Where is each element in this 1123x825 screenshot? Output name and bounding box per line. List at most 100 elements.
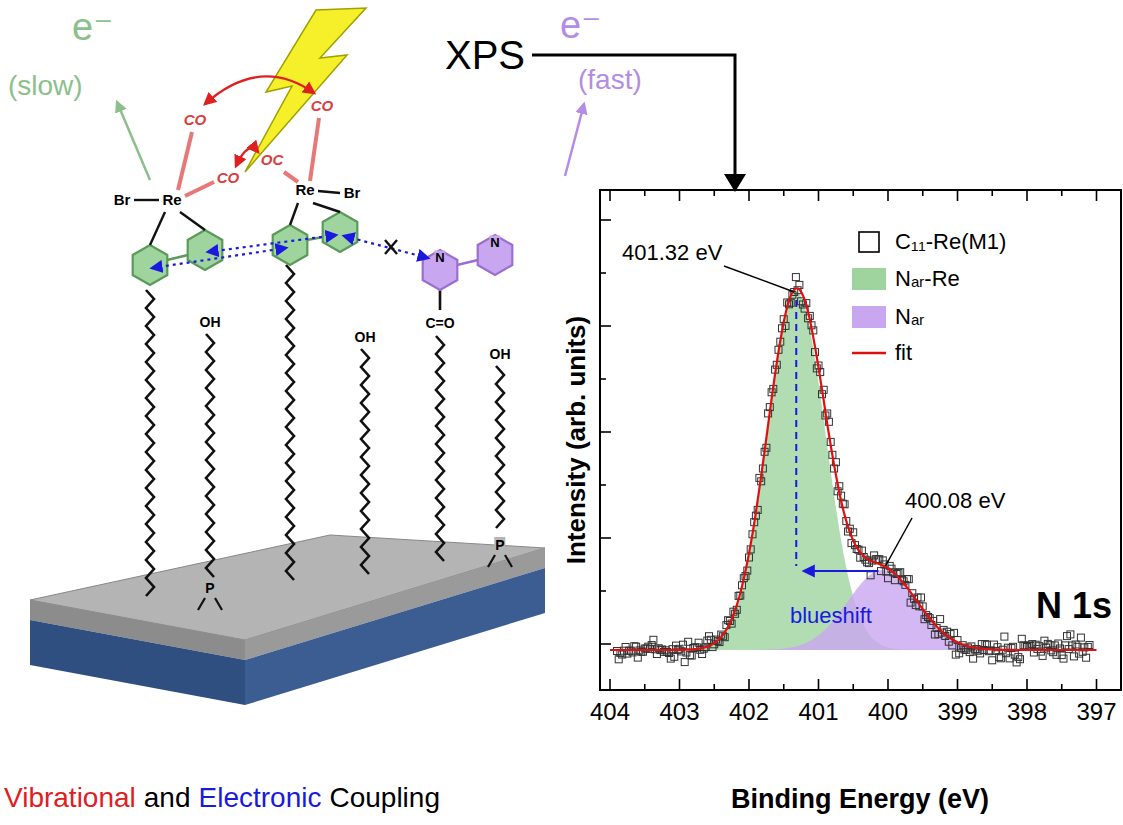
carbonyl-stick (310, 118, 319, 181)
peak-annotation: 400.08 eV (905, 488, 1005, 513)
axis-tick (644, 684, 646, 690)
data-point (1070, 653, 1077, 660)
pyridine-ring (133, 245, 168, 285)
legend-text: Nₐᵣ (895, 304, 924, 329)
data-point (1060, 655, 1067, 662)
caption-text: Coupling (329, 782, 440, 814)
pyridine-ring (478, 235, 513, 275)
bond (318, 191, 340, 193)
bond (457, 260, 478, 265)
axis-tick (783, 684, 785, 690)
axis-tick (713, 684, 715, 690)
axis-tick (957, 190, 959, 201)
axis-tick (600, 325, 611, 327)
shift-arrow (804, 570, 878, 572)
bond (439, 290, 442, 310)
axis-tick (887, 190, 889, 201)
bond (215, 598, 222, 610)
data-point (1018, 635, 1025, 642)
rate-label: (fast) (578, 64, 642, 96)
data-point (949, 642, 956, 649)
legend-swatch (852, 268, 886, 290)
axis-tick (679, 679, 681, 690)
axis-tick (644, 190, 646, 196)
electron-arrow (565, 104, 584, 176)
tick-label: 403 (659, 698, 699, 726)
atom-label: Br (114, 191, 131, 208)
axis-tick (852, 684, 854, 690)
data-point (867, 572, 874, 579)
peak-area (610, 570, 1097, 650)
tick-label: 404 (590, 698, 630, 726)
data-point (1086, 642, 1093, 649)
atom-label: Re (295, 181, 314, 198)
data-point (1017, 656, 1024, 663)
plot-area (610, 274, 1097, 666)
caption-text: and (144, 782, 191, 814)
atom-label: OH (489, 346, 512, 362)
atom-label: Re (162, 191, 181, 208)
axis-tick (600, 378, 606, 380)
carbonyl-stick (284, 172, 298, 182)
axis-tick (1096, 679, 1098, 690)
pyridine-ring (323, 212, 358, 252)
atom-label: OH (354, 329, 377, 345)
axis-tick (1026, 190, 1028, 201)
data-point (631, 643, 638, 650)
legend-text: Nₐᵣ-Re (895, 266, 960, 291)
data-point (688, 652, 695, 659)
data-point (1067, 631, 1074, 638)
data-point (878, 568, 885, 575)
axis-tick (818, 679, 820, 690)
data-point (989, 657, 996, 664)
axis-tick (852, 190, 854, 196)
caption-text: Electronic (199, 782, 322, 814)
legend-sample (852, 352, 886, 355)
bond (290, 203, 298, 225)
data-point (970, 655, 977, 662)
axis-title: Binding Energy (eV) (731, 784, 989, 815)
data-point (699, 651, 706, 658)
lightning-bolt (245, 8, 366, 172)
atom-label: CO (311, 97, 334, 114)
atom-label: CO (184, 111, 207, 128)
caption-text: Vibrational (4, 782, 136, 814)
electronic-coupling-arrow (344, 236, 428, 258)
alkyl-chain (286, 265, 294, 580)
alkyl-chain (361, 349, 369, 574)
axis-tick (600, 219, 611, 221)
data-point (1083, 654, 1090, 661)
data-point (650, 636, 657, 643)
tick-label: 401 (798, 698, 838, 726)
data-point (937, 616, 944, 623)
data-point (1039, 652, 1046, 659)
bond (180, 212, 205, 230)
atom-label: P (494, 537, 505, 553)
data-point (1072, 641, 1079, 648)
tick-label: 402 (729, 698, 769, 726)
atom-label: OC (261, 151, 284, 168)
axis-tick (922, 684, 924, 690)
atom-label: P (204, 580, 215, 596)
atom-label: N (489, 236, 500, 251)
legend-swatch (852, 306, 886, 328)
axis-tick (1061, 190, 1063, 196)
spectrum-label: N 1s (1036, 585, 1112, 626)
atom-label: CO (217, 169, 240, 186)
data-point (918, 594, 925, 601)
alkyl-chain (496, 366, 504, 528)
legend-text: C₁₁-Re(M1) (895, 229, 1006, 254)
axis-tick (748, 679, 750, 690)
axis-tick (679, 190, 681, 201)
axis-tick (600, 590, 606, 592)
electron-symbol: e⁻ (72, 6, 113, 50)
data-point (671, 653, 678, 660)
axis-tick (748, 190, 750, 201)
axis-tick (1096, 190, 1098, 201)
fit-curve (610, 288, 1097, 650)
carbonyl-stick (178, 132, 192, 190)
peak-annotation: 401.32 eV (622, 240, 722, 265)
technique-label: XPS (445, 32, 525, 78)
axis-tick (957, 679, 959, 690)
shift-label: blueshift (790, 603, 872, 628)
